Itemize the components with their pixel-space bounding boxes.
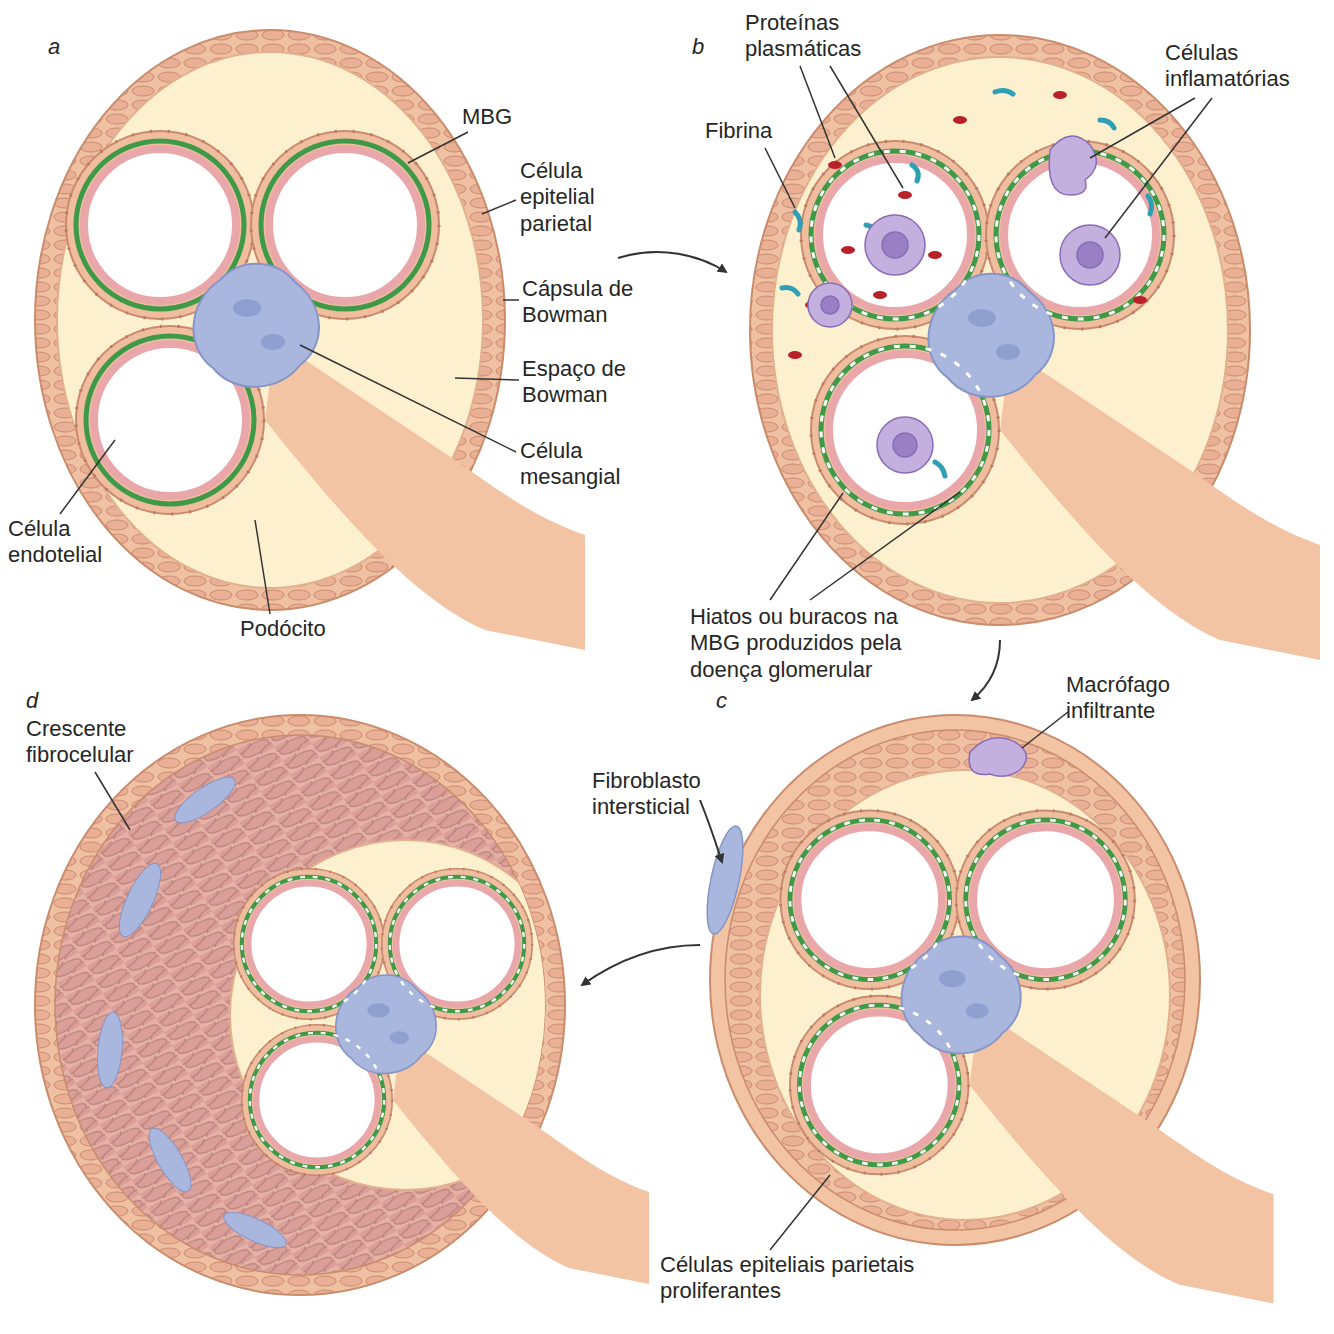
- panel-letter: a: [48, 34, 88, 60]
- part-label: Hiatos ou buracos na MBG produzidos pela…: [690, 604, 940, 683]
- panel-b: [750, 35, 1320, 660]
- part-label: Proteínas plasmáticas: [745, 10, 895, 63]
- panel-letter: c: [716, 688, 756, 714]
- part-label: Podócito: [240, 616, 350, 642]
- panel-c: [700, 715, 1274, 1304]
- part-label: Célula epitelial parietal: [520, 158, 630, 237]
- part-label: Fibroblasto intersticial: [592, 768, 732, 821]
- panel-d: [35, 715, 649, 1295]
- part-label: Células inflamatórias: [1165, 40, 1325, 93]
- panel-letter: d: [26, 688, 66, 714]
- part-label: MBG: [462, 104, 542, 130]
- part-label: Cápsula de Bowman: [522, 276, 652, 329]
- part-label: Crescente fibrocelular: [26, 716, 176, 769]
- part-label: Macrófago infiltrante: [1066, 672, 1216, 725]
- part-label: Célula mesangial: [520, 438, 650, 491]
- part-label: Célula endotelial: [8, 516, 138, 569]
- part-label: Espaço de Bowman: [522, 356, 652, 409]
- part-label: Células epiteliais parietais proliferant…: [660, 1252, 950, 1305]
- panel-letter: b: [692, 34, 732, 60]
- panel-a: [35, 30, 585, 650]
- part-label: Fibrina: [705, 118, 805, 144]
- leader-lines: [60, 66, 1212, 1250]
- flow-arrows: [582, 252, 1000, 985]
